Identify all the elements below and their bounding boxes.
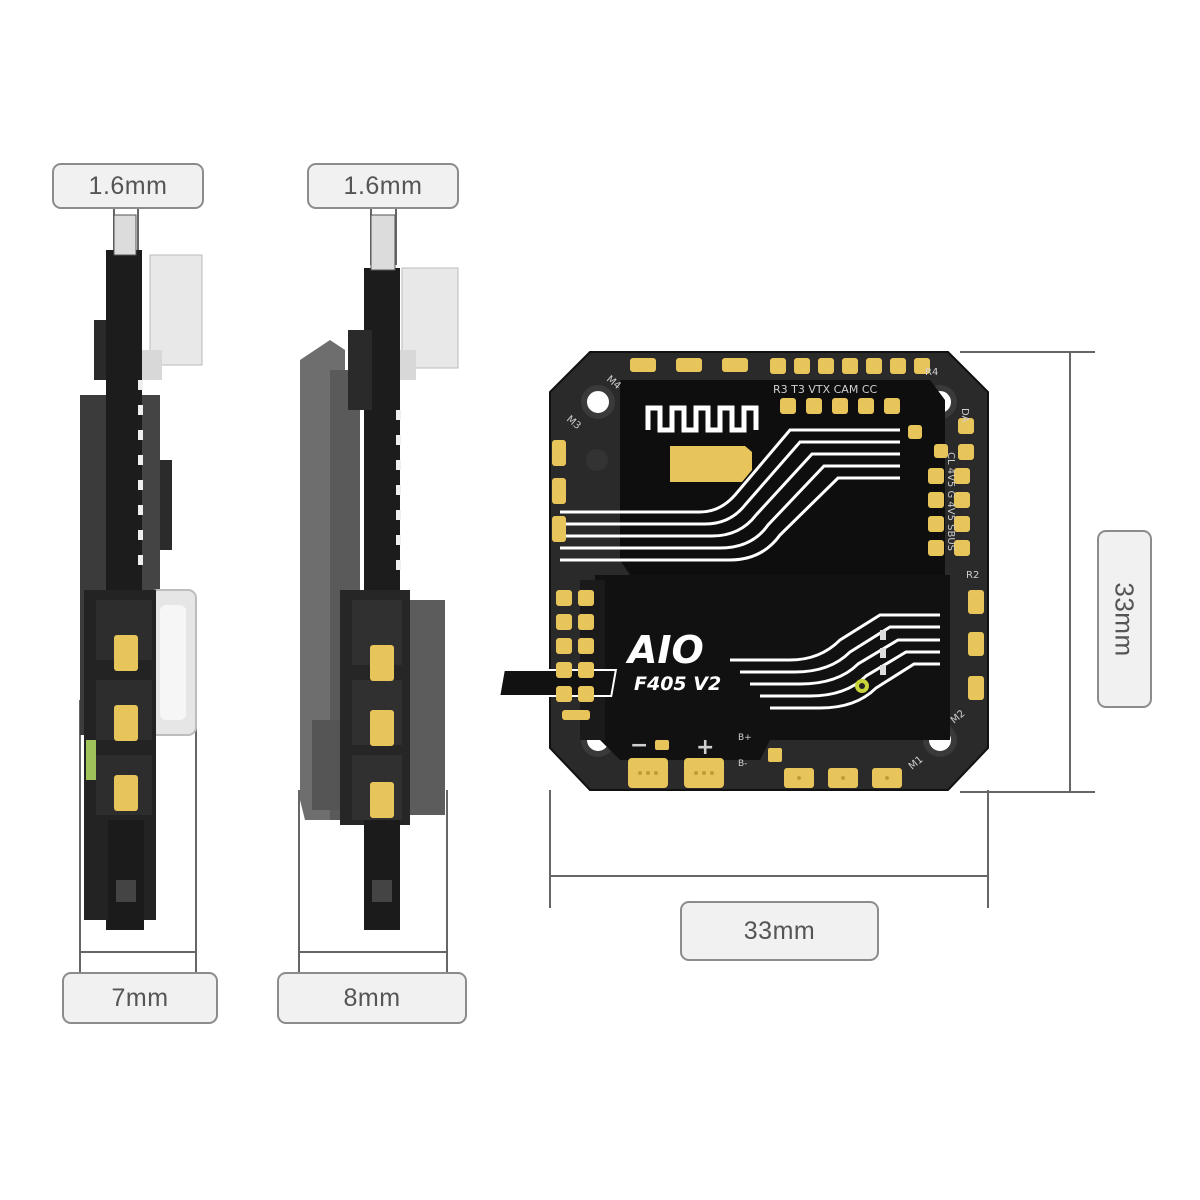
silk-batt-minus: B- — [738, 759, 747, 769]
silk-power-minus: − — [630, 733, 648, 758]
silk-right-r2: R2 — [966, 570, 979, 581]
silk-power-plus: + — [696, 735, 714, 760]
dimension-value: 33mm — [743, 916, 816, 945]
dimension-label-board-width: 33mm — [680, 901, 879, 961]
dimension-value: 8mm — [343, 983, 401, 1012]
dimension-label-width-7mm: 7mm — [62, 972, 218, 1024]
dimension-label-board-height: 33mm — [1097, 530, 1152, 708]
silk-right-pads: CL 4V5 G 4V5 SBUS — [945, 452, 956, 551]
dimension-value: 1.6mm — [343, 171, 423, 200]
dimension-label-thickness-left: 1.6mm — [52, 163, 204, 209]
silk-right-da: DA — [959, 408, 970, 423]
dimension-value: 33mm — [1110, 581, 1140, 657]
dimension-value: 7mm — [111, 983, 169, 1012]
silk-top-pads: R3 T3 VTX CAM CC — [773, 383, 878, 396]
dimension-label-thickness-right: 1.6mm — [307, 163, 459, 209]
board-model-label: F405 V2 — [634, 673, 721, 695]
side-view-8mm — [300, 214, 459, 930]
silk-corner-r4: R4 — [925, 367, 938, 378]
silk-batt-plus: B+ — [738, 733, 752, 743]
dimension-value: 1.6mm — [88, 171, 168, 200]
dimension-label-width-8mm: 8mm — [277, 972, 467, 1024]
side-view-7mm — [80, 214, 203, 930]
board-brand-logo: AIO — [625, 628, 704, 672]
board-top-view: AIO F405 V2 — [498, 351, 989, 791]
